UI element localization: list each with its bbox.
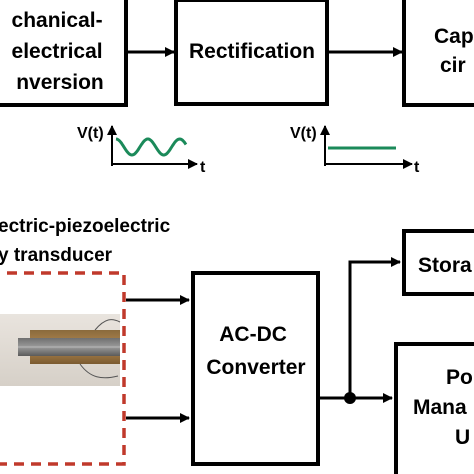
storage-label: Stora [418, 254, 472, 277]
power-management-box [394, 342, 474, 474]
transducer-title-line-2: y transducer [0, 245, 113, 266]
power-line-3: U [455, 426, 470, 449]
conversion-line-2: electrical [12, 40, 103, 63]
transducer-title-line-1: ectric-piezoelectric [0, 216, 171, 237]
ac-sine-wave [115, 137, 188, 157]
dc-plot-ylabel: V(t) [290, 125, 317, 142]
ac-plot-ylabel: V(t) [77, 125, 104, 142]
power-line-1: Po [446, 366, 473, 389]
dc-plot-xlabel: t [414, 159, 420, 176]
rectification-label: Rectification [189, 40, 315, 63]
svg-text:Po Mana U: Po Mana U [413, 366, 474, 449]
svg-text:AC-DC Converter: AC-DC Converter [206, 323, 305, 379]
rectification-box [174, 0, 329, 106]
capacitor-line-2: cir [440, 54, 466, 77]
svg-text:chanical- electrical n: chanical- electrical nversion [12, 9, 109, 94]
transducer-dashed-frame [0, 271, 126, 466]
branch-to-storage [348, 257, 401, 398]
dc-voltage-plot: V(t) t [290, 125, 420, 176]
capacitor-circuit-box [402, 0, 474, 107]
svg-text:ectric-piezoelectric y tra: ectric-piezoelectric y transducer [0, 216, 175, 266]
mechanical-electrical-conversion-box [0, 0, 128, 107]
ac-plot-xlabel: t [200, 159, 206, 176]
transducer-photo [0, 314, 121, 386]
converter-line-1: AC-DC [219, 323, 287, 346]
capacitor-line-1: Cap [434, 25, 474, 48]
converter-line-2: Converter [206, 356, 305, 379]
ac-dc-converter-box [191, 271, 320, 466]
conversion-line-3: nversion [16, 71, 104, 94]
ac-voltage-plot: V(t) t [77, 125, 206, 176]
power-line-2: Mana [413, 396, 467, 419]
svg-text:Cap cir: Cap cir [434, 25, 474, 77]
storage-box [402, 229, 474, 296]
conversion-line-1: chanical- [12, 9, 103, 32]
